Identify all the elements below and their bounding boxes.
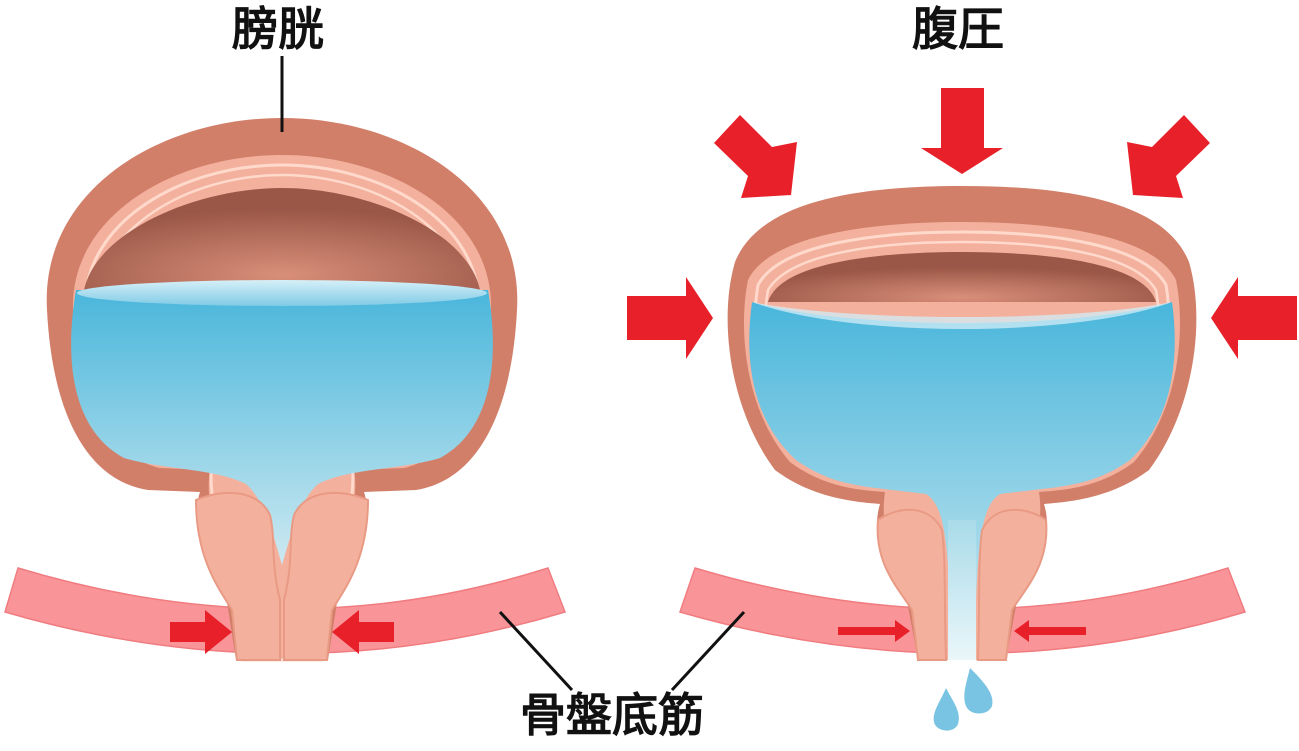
bladder-label: 膀胱 (232, 2, 324, 56)
arrow-icon (170, 610, 232, 654)
muscle-leader-line-left (498, 610, 574, 692)
water-drop-icon (964, 668, 993, 714)
arrow-icon (332, 610, 394, 654)
arrow-icon (627, 277, 713, 359)
bladder-left (46, 118, 518, 662)
arrow-icon (1127, 115, 1210, 198)
arrow-icon (838, 620, 910, 642)
abdominal-pressure-label: 腹圧 (912, 2, 1004, 56)
arrow-icon (1211, 277, 1297, 359)
bladder-right (727, 186, 1197, 661)
pelvic-floor-muscle-label: 骨盤底筋 (520, 688, 704, 742)
arrow-icon (1014, 620, 1086, 642)
arrow-icon (714, 115, 797, 198)
muscle-leader-line-right (670, 610, 746, 692)
water-drop-icon (933, 688, 959, 731)
arrow-icon (921, 88, 1003, 174)
